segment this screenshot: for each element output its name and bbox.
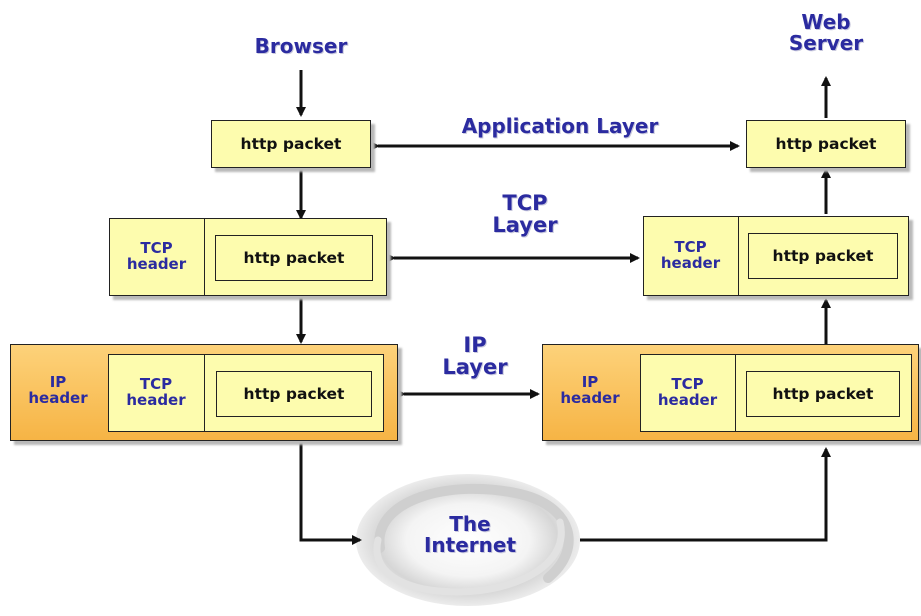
- left-tcp-header: TCP header: [126, 238, 187, 273]
- web-server-label-line1: Web: [801, 10, 851, 34]
- right-http-packet: http packet: [746, 120, 906, 168]
- internet-label-line1: The: [449, 512, 491, 536]
- left-ip-datagram: IP header TCP header http packet: [10, 344, 398, 441]
- browser-label: Browser: [254, 34, 348, 58]
- right-tcp-header-line1: TCP: [674, 237, 707, 256]
- left-tcp-http-packet: http packet: [215, 235, 373, 281]
- internet-label: The Internet: [405, 514, 535, 556]
- internet-cloud: [356, 474, 580, 606]
- left-ip-tcp-header-cell: TCP header: [108, 354, 205, 431]
- right-ip-header-line2: header: [560, 388, 620, 407]
- right-ip-datagram: IP header TCP header http packet: [542, 344, 919, 441]
- tcp-layer-label-line1: TCP: [502, 191, 548, 215]
- right-ip-http-packet: http packet: [746, 371, 900, 417]
- left-ip-http-packet: http packet: [216, 371, 372, 417]
- right-tcp-header-cell: TCP header: [643, 216, 739, 295]
- right-ip-tcp-header-cell: TCP header: [640, 354, 736, 431]
- right-ip-tcp-header: TCP header: [657, 374, 718, 409]
- right-tcp-header-line2: header: [660, 253, 721, 272]
- left-http-packet: http packet: [211, 120, 371, 168]
- left-tcp-header-line2: header: [126, 254, 187, 273]
- right-tcp-header: TCP header: [660, 237, 721, 272]
- left-tcp-header-line1: TCP: [140, 238, 173, 257]
- ip-layer-label-line1: IP: [463, 333, 487, 357]
- left-ip-header: IP header: [17, 373, 99, 407]
- right-tcp-segment: TCP header http packet: [643, 216, 909, 296]
- right-ip-header-line1: IP: [581, 373, 599, 391]
- left-ip-tcp-header-line2: header: [126, 390, 186, 409]
- right-ip-tcp-header-line2: header: [657, 390, 718, 409]
- right-ip-tcp-segment: TCP header http packet: [640, 354, 912, 432]
- web-server-label-line2: Server: [788, 31, 864, 55]
- tcp-layer-label-line2: Layer: [492, 213, 558, 238]
- left-tcp-segment: TCP header http packet: [109, 218, 387, 296]
- left-ip-header-line2: header: [28, 388, 88, 407]
- ip-layer-label-line2: Layer: [442, 355, 508, 380]
- left-ip-tcp-segment: TCP header http packet: [108, 354, 384, 432]
- application-layer-label: Application Layer: [461, 114, 659, 138]
- right-tcp-http-packet: http packet: [748, 233, 898, 279]
- left-ip-header-line1: IP: [49, 373, 67, 391]
- internet-label-line2: Internet: [423, 533, 517, 557]
- left-ip-tcp-header-line1: TCP: [139, 374, 173, 393]
- right-ip-header: IP header: [547, 373, 633, 407]
- right-ip-tcp-header-line1: TCP: [671, 374, 704, 393]
- arrow-left-to-internet: [299, 441, 362, 545]
- tcp-layer-label: TCP Layer: [470, 192, 580, 236]
- arrow-internet-to-right: [580, 447, 831, 542]
- left-tcp-header-cell: TCP header: [109, 218, 205, 295]
- web-server-label: Web Server: [776, 12, 876, 54]
- ip-layer-label: IP Layer: [425, 334, 525, 378]
- left-ip-tcp-header: TCP header: [126, 374, 186, 409]
